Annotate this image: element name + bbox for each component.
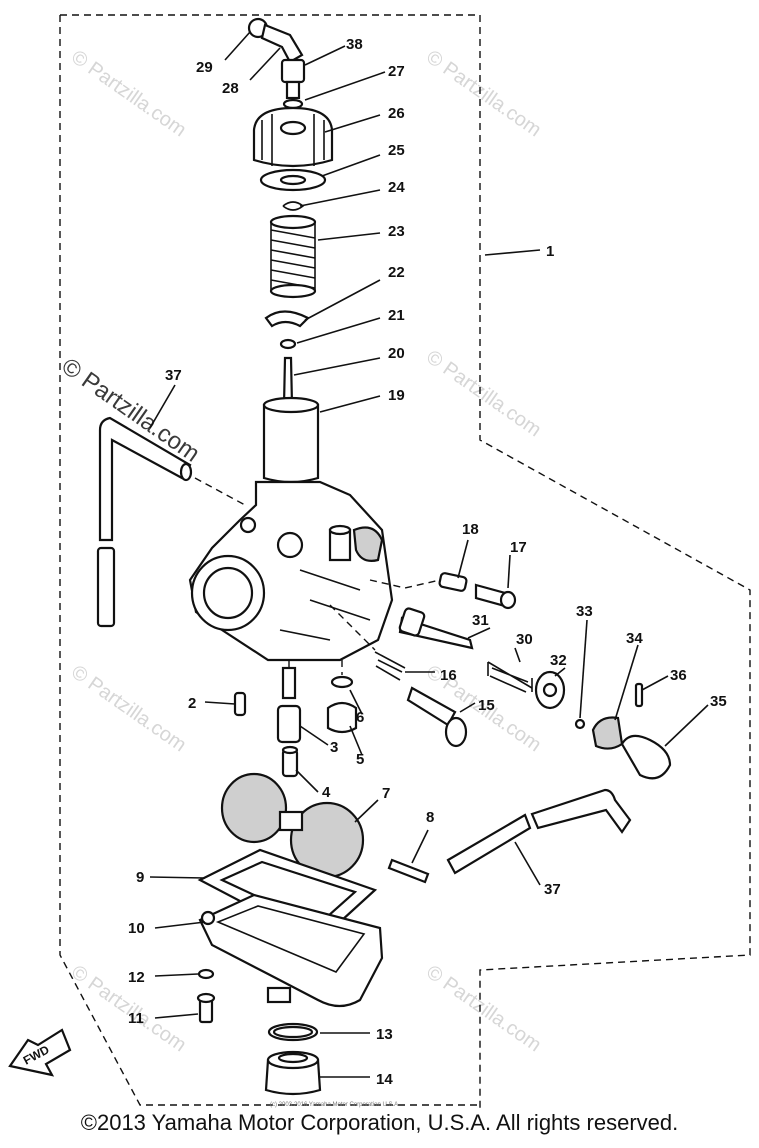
needle-clip (279, 338, 297, 350)
watermark-faded: © Partzilla.com (422, 961, 545, 1056)
part-label: 18 (462, 521, 479, 538)
part-label: 33 (576, 603, 593, 620)
part-label: 13 (376, 1026, 393, 1043)
carburetor-body (188, 480, 394, 662)
drain-plug (264, 1050, 322, 1096)
part-label: 16 (440, 667, 457, 684)
part-label: 11 (128, 1010, 144, 1027)
pilot-screw (369, 572, 517, 610)
part-label: 31 (472, 612, 489, 629)
part-label: 8 (426, 809, 434, 826)
carburetor-exploded-diagram: © Partzilla.com © Partzilla.com © Partzi… (8, 14, 751, 1110)
jet-parts (233, 660, 358, 778)
pilot-jet-parts (329, 604, 468, 748)
part-label: 37 (544, 881, 561, 898)
assembly-boundary (59, 14, 751, 1110)
part-label: 12 (128, 969, 145, 986)
float (220, 772, 365, 879)
part-label: 35 (710, 693, 727, 710)
throttle-valve (262, 396, 320, 484)
part-label: 23 (388, 223, 405, 240)
inner-copyright: (c) 2003-2016 Yamaha Motor Corporation U… (270, 1102, 400, 1108)
air-vent-tube-left (96, 416, 246, 628)
part-label: 21 (388, 307, 405, 324)
part-label: 29 (196, 59, 213, 76)
leader-lines (149, 31, 709, 1078)
chamber-top-cap (252, 106, 334, 168)
part-label: 22 (388, 264, 405, 281)
part-label: 26 (388, 105, 405, 122)
fwd-arrow-icon: FWD (8, 1028, 72, 1077)
needle-retainer (264, 310, 310, 328)
part-label: 24 (388, 179, 405, 196)
part-label: 14 (376, 1071, 393, 1088)
banjo-fitting-group (247, 17, 306, 110)
part-label: 10 (128, 920, 145, 937)
part-label: 4 (322, 784, 331, 801)
footer-copyright: ©2013 Yamaha Motor Corporation, U.S.A. A… (80, 1110, 679, 1135)
part-label: 9 (136, 869, 144, 886)
part-label: 36 (670, 667, 687, 684)
part-label: 3 (330, 739, 338, 756)
starter-plunger-group (487, 661, 672, 780)
part-label: 17 (510, 539, 527, 556)
part-label: 1 (546, 243, 554, 260)
watermark-faded: © Partzilla.com (67, 46, 190, 141)
part-label: 6 (356, 709, 364, 726)
watermark-faded: © Partzilla.com (67, 661, 190, 756)
part-label: 30 (516, 631, 533, 648)
part-label: 5 (356, 751, 364, 768)
part-label: 7 (382, 785, 390, 802)
part-label: 20 (388, 345, 405, 362)
part-label: 15 (478, 697, 495, 714)
float-bowl (198, 893, 384, 1008)
part-label: 2 (188, 695, 196, 712)
part-label: 25 (388, 142, 405, 159)
bowl-screw (196, 968, 216, 1024)
part-labels: 29 28 38 27 26 25 24 23 22 21 20 19 1 37… (128, 36, 727, 1088)
part-label: 38 (346, 36, 363, 53)
part-label: 34 (626, 630, 643, 647)
watermark-faded: © Partzilla.com (422, 46, 545, 141)
throttle-spring (269, 214, 317, 299)
part-label: 27 (388, 63, 405, 80)
part-label: 32 (550, 652, 567, 669)
air-vent-tube-right (446, 788, 632, 875)
part-label: 28 (222, 80, 239, 97)
float-pin (387, 858, 430, 884)
throttle-stop-screw (398, 607, 474, 650)
watermark-faded: © Partzilla.com (422, 346, 545, 441)
part-label: 19 (388, 387, 405, 404)
part-label: 37 (165, 367, 182, 384)
